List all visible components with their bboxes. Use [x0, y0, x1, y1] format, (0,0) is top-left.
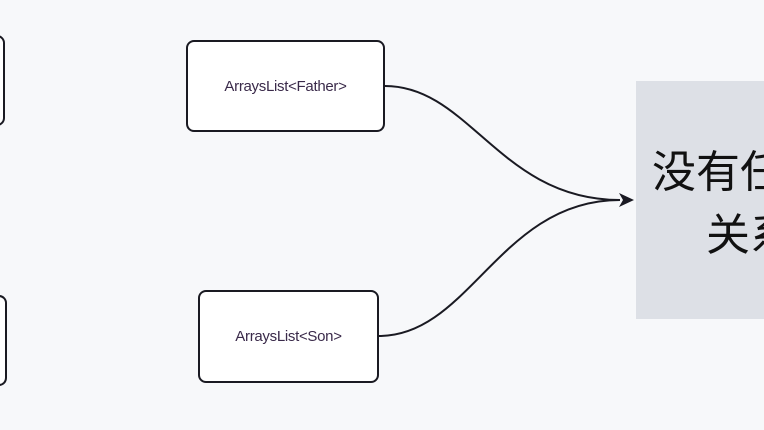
target-label-line1: 没有任何 [652, 147, 764, 198]
node-label: ArraysList<Father> [224, 77, 347, 95]
target-node-no-relation: 没有任何 关系 [636, 81, 764, 319]
edge-father-to-target [384, 85, 621, 201]
edge-son-to-target [378, 199, 621, 337]
arrowhead-icon [619, 193, 634, 207]
target-label-line2: 关系 [706, 210, 764, 261]
node-arraylist-father: ArraysList<Father> [186, 40, 385, 132]
node-label: ArraysList<Son> [235, 328, 342, 345]
node-arraylist-son: ArraysList<Son> [198, 290, 379, 383]
